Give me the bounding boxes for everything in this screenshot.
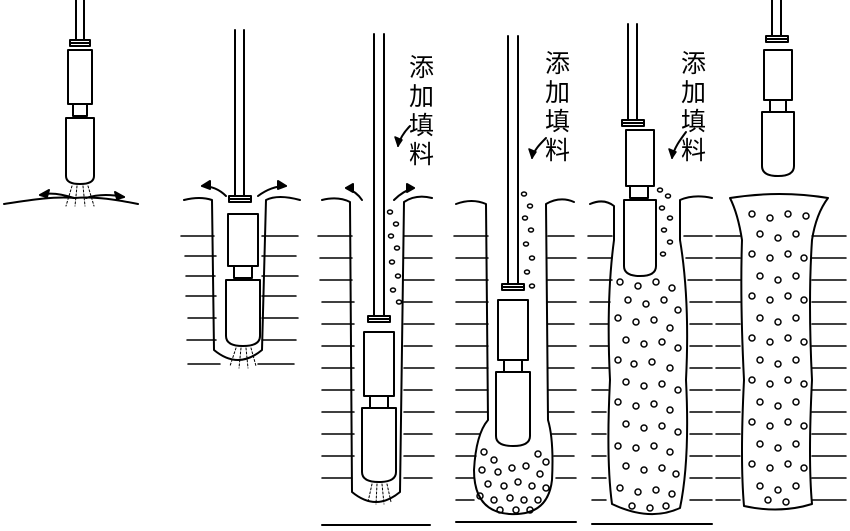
vibrator-probe xyxy=(761,0,795,177)
pile-outline xyxy=(589,195,713,516)
vibrator-probe xyxy=(225,29,261,347)
compacted-filler xyxy=(476,448,550,514)
compacted-filler xyxy=(748,210,810,506)
spray-arrows xyxy=(201,180,287,197)
stage-3-filler-added: 添加填料 xyxy=(317,33,435,526)
pile-outline xyxy=(729,193,829,511)
water-jet-lines xyxy=(229,347,257,369)
stage-2-hole-forming xyxy=(180,29,301,369)
vibrator-probe xyxy=(65,0,95,185)
borehole-outline xyxy=(183,196,301,361)
borehole-outline xyxy=(455,198,575,516)
add-filler-label: 添加填料 xyxy=(542,50,571,166)
falling-filler-particles xyxy=(656,187,674,257)
stage-4-bottom-compacted: 添加填料 xyxy=(453,35,577,523)
add-filler-label: 添加填料 xyxy=(678,50,707,166)
soil-layer-lines xyxy=(715,235,847,501)
falling-filler-particles xyxy=(386,209,403,305)
soil-layer-lines xyxy=(453,235,577,523)
soil-layer-lines xyxy=(317,235,435,526)
soil-layer-lines xyxy=(180,235,299,365)
soil-layer-lines xyxy=(587,235,713,525)
stage-5-lifting-compacting: 添加填料 xyxy=(587,23,713,525)
vibrator-probe xyxy=(621,23,657,277)
vibrator-probe xyxy=(361,33,397,483)
stage-6-pile-complete xyxy=(715,0,847,511)
vibrator-probe xyxy=(495,35,531,447)
spray-arrows xyxy=(345,183,415,201)
compacted-filler xyxy=(614,278,682,512)
spray-arrows xyxy=(39,189,125,200)
water-jet-lines xyxy=(367,483,392,505)
add-filler-label: 添加填料 xyxy=(406,54,435,170)
stage-1-penetration-start xyxy=(3,0,139,207)
falling-filler-particles xyxy=(520,191,536,289)
